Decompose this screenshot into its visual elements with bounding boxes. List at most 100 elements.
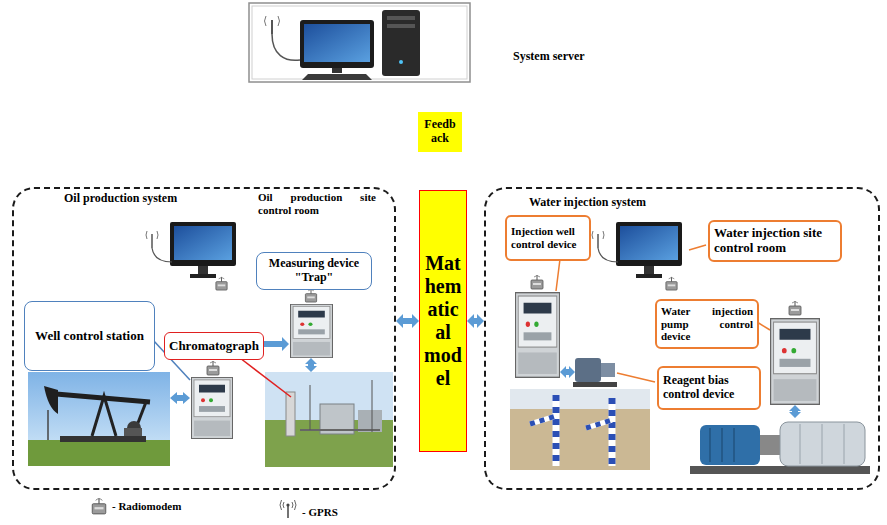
injection-pump bbox=[780, 422, 865, 466]
injection-pump bbox=[709, 428, 711, 462]
injection-well-cabinet bbox=[516, 275, 560, 377]
injection-well-cabinet bbox=[516, 293, 560, 378]
reagent-pump bbox=[601, 363, 615, 377]
server-computer bbox=[271, 20, 273, 34]
injection-wellhead-photo bbox=[510, 389, 650, 470]
system-region: Oil production systemWell control statio… bbox=[12, 187, 396, 490]
injection-pump bbox=[700, 425, 760, 465]
chromatograph-photo bbox=[286, 392, 295, 436]
well-control-cabinet bbox=[192, 377, 233, 438]
node-label: Water injection site control room bbox=[714, 226, 836, 256]
callout-box: Injection well control device bbox=[505, 215, 591, 261]
pump-jack-photo bbox=[47, 410, 49, 440]
oil-site-computer bbox=[146, 222, 236, 290]
injection-wellhead-photo bbox=[530, 416, 556, 424]
region-title: Water injection system bbox=[529, 196, 878, 210]
pump-jack-photo bbox=[28, 372, 170, 466]
injection-pump bbox=[690, 466, 870, 474]
data-arrow bbox=[560, 366, 575, 378]
node-label: Water injection pump control device bbox=[661, 305, 753, 343]
node-label: Reagent bias control device bbox=[663, 374, 755, 402]
injection-wellhead-photo bbox=[586, 420, 612, 428]
injection-pump bbox=[800, 424, 801, 464]
trap-cabinet bbox=[291, 289, 333, 358]
callout-tail bbox=[556, 259, 560, 291]
server-computer bbox=[252, 6, 467, 79]
water-site-computer bbox=[598, 248, 618, 262]
pump-jack-photo bbox=[60, 436, 146, 442]
model-box: Mat hem atic al mod el bbox=[419, 190, 467, 452]
trap-cabinet bbox=[305, 289, 316, 302]
well-control-cabinet bbox=[192, 361, 233, 439]
oil-site-computer bbox=[170, 222, 236, 278]
chromatograph-photo bbox=[310, 385, 311, 430]
text-label: Oil production site control room bbox=[258, 191, 376, 216]
node-label: Well control station bbox=[29, 329, 150, 344]
legend-icon bbox=[92, 498, 106, 514]
node-label: Measuring device "Trap" bbox=[261, 257, 367, 285]
pump-jack-photo bbox=[28, 372, 170, 466]
callout-tail bbox=[617, 373, 655, 382]
injection-pump bbox=[822, 424, 823, 464]
node-label: Chromatograph bbox=[169, 339, 259, 354]
legend-icon bbox=[280, 500, 296, 518]
water-site-computer bbox=[592, 222, 682, 290]
server-computer bbox=[332, 68, 342, 73]
data-arrow bbox=[305, 358, 317, 372]
server-computer bbox=[300, 20, 374, 68]
trap-cabinet bbox=[291, 304, 333, 357]
data-exchange-arrow bbox=[472, 318, 479, 324]
server-computer bbox=[272, 34, 300, 60]
callout-box: Chromatograph bbox=[164, 332, 264, 360]
injection-wellhead-photo bbox=[609, 398, 616, 466]
injection-wellhead-photo bbox=[553, 395, 560, 466]
injection-pump bbox=[760, 435, 780, 455]
chromatograph-photo bbox=[265, 372, 393, 467]
water-site-computer bbox=[592, 231, 604, 239]
server-computer bbox=[399, 60, 403, 64]
injection-pump bbox=[721, 428, 723, 462]
oil-site-computer bbox=[151, 234, 153, 248]
callout-box: Measuring device "Trap" bbox=[256, 252, 372, 290]
server-computer bbox=[382, 10, 420, 76]
node-label: Injection well control device bbox=[511, 225, 585, 250]
server-computer bbox=[387, 24, 415, 28]
legend-label: - GPRS bbox=[302, 506, 362, 519]
legend-icon bbox=[92, 498, 296, 518]
pump-jack-photo bbox=[56, 394, 150, 402]
injection-wellhead-photo bbox=[510, 389, 650, 470]
oil-site-computer bbox=[152, 248, 172, 262]
injection-wellhead-photo bbox=[609, 398, 616, 466]
legend-item: - GPRS bbox=[302, 506, 362, 519]
server-label: System server bbox=[513, 50, 623, 64]
legend-label: - Radiomodem bbox=[112, 500, 202, 513]
callout-tail bbox=[240, 358, 291, 397]
chromatograph-photo bbox=[358, 410, 382, 432]
system-region: Water injection systemInjection well con… bbox=[484, 187, 880, 490]
node-label: Mat hem atic al mod el bbox=[422, 252, 464, 390]
injection-pump bbox=[733, 428, 735, 462]
callout-box: Water injection pump control device bbox=[655, 299, 759, 349]
well-control-cabinet bbox=[207, 361, 219, 375]
oil-site-computer bbox=[216, 277, 227, 290]
injection-well-cabinet bbox=[531, 275, 543, 289]
reagent-pump bbox=[575, 358, 601, 382]
injection-pump bbox=[844, 424, 845, 464]
callout-tail bbox=[689, 245, 706, 250]
data-arrow bbox=[170, 392, 190, 404]
injection-wellhead-photo bbox=[510, 389, 650, 409]
node-label: Feedb ack bbox=[422, 118, 458, 146]
data-arrow bbox=[263, 337, 289, 351]
reagent-pump bbox=[573, 358, 617, 387]
water-site-computer bbox=[597, 234, 599, 248]
server-computer bbox=[249, 3, 470, 82]
pump-jack-photo bbox=[124, 428, 142, 436]
pump-control-cabinet bbox=[771, 301, 820, 404]
legend-item: - Radiomodem bbox=[112, 500, 202, 513]
chromatograph-photo bbox=[265, 372, 393, 467]
server-computer bbox=[302, 74, 372, 80]
injection-wellhead-photo bbox=[586, 420, 612, 428]
pump-jack-photo bbox=[92, 396, 116, 436]
pump-control-cabinet bbox=[789, 301, 801, 315]
